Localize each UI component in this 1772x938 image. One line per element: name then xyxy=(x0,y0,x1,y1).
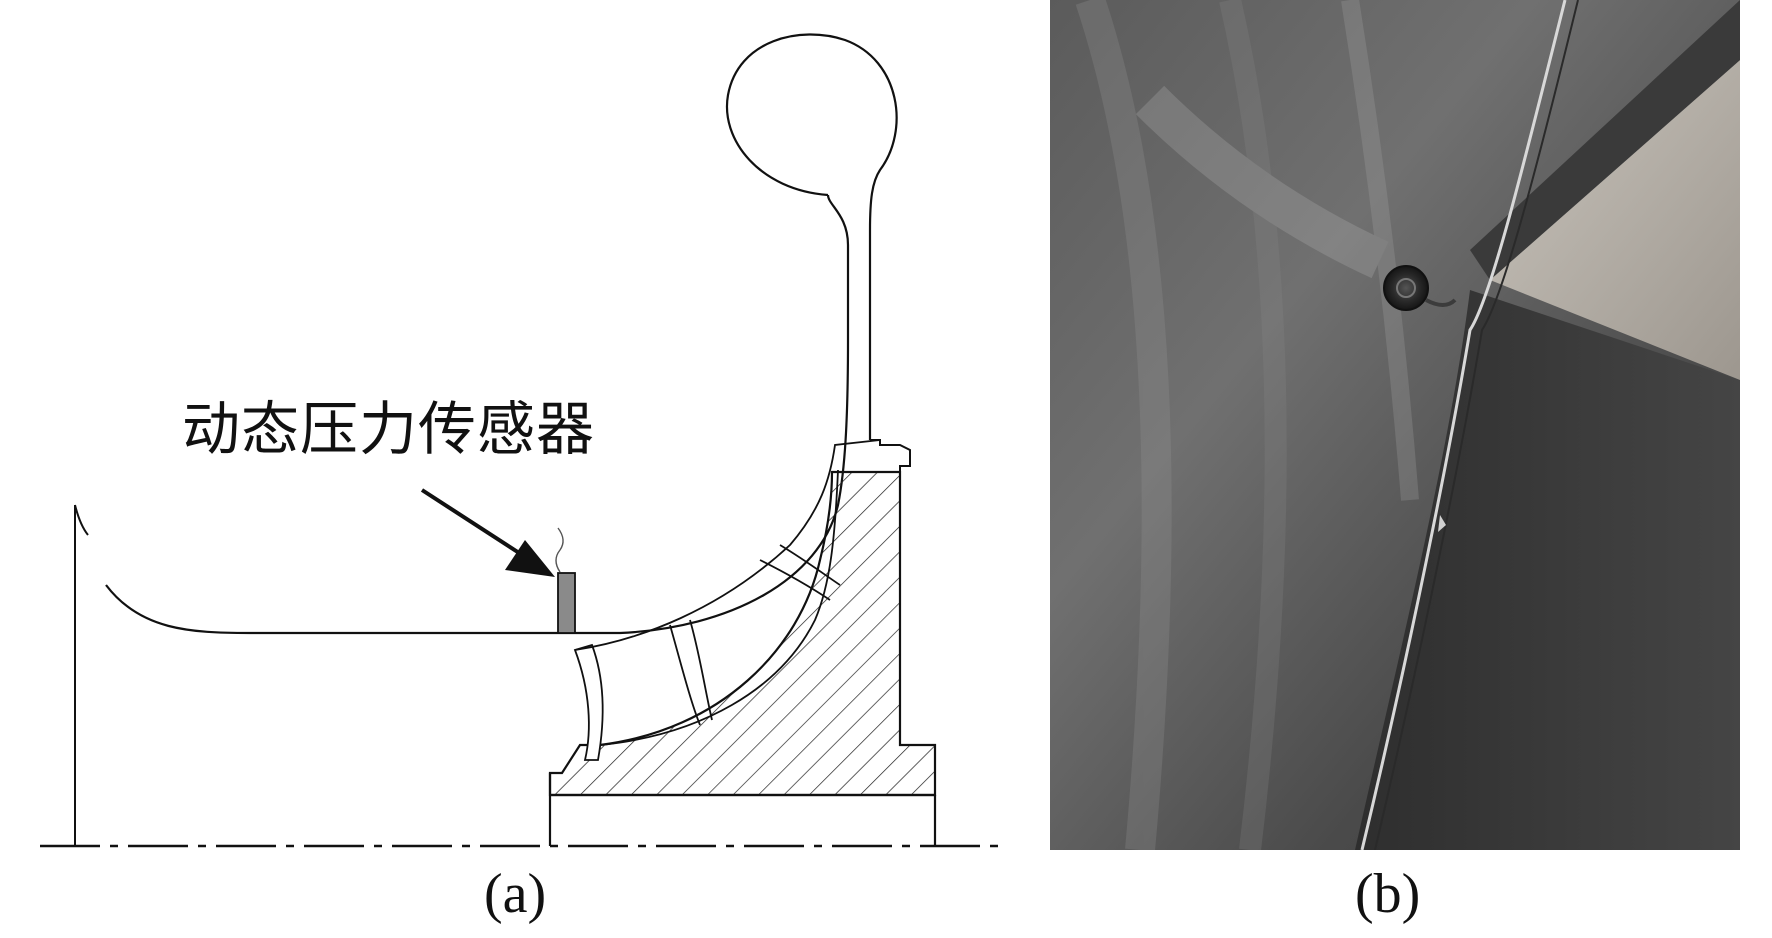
bolt-shadow xyxy=(1425,298,1457,307)
blade-inner-curve xyxy=(599,469,839,746)
sensor-mount-bolt xyxy=(1383,265,1429,311)
impeller-hub xyxy=(548,470,937,797)
diffuser-line xyxy=(870,439,911,472)
schematic-panel: 动态压力传感器 xyxy=(40,33,1000,848)
sensor-cable xyxy=(555,527,564,573)
sensor-mount-bolt-center xyxy=(1396,278,1416,298)
surface-glint xyxy=(1438,515,1446,532)
photo-panel xyxy=(1050,0,1740,850)
blade-splitter-2 xyxy=(689,619,713,721)
blade-main xyxy=(573,643,604,761)
pressure-sensor xyxy=(557,572,576,634)
label-arrow-shaft xyxy=(420,488,532,562)
surface-texture xyxy=(1075,0,1419,850)
shroud-edge-shadow xyxy=(1374,0,1579,850)
volute-casing xyxy=(725,33,898,440)
inlet-wall-tip xyxy=(74,504,89,536)
blade-splitter-1 xyxy=(669,624,701,726)
blade-4 xyxy=(779,544,841,586)
label-arrow-head xyxy=(505,540,555,577)
background-light-area xyxy=(1490,60,1740,380)
shroud-edge-highlight xyxy=(1360,0,1567,850)
shroud-contour xyxy=(105,194,850,635)
caption-a: (a) xyxy=(484,863,547,925)
upper-dark-band xyxy=(1470,0,1740,280)
base-flange xyxy=(548,773,937,846)
caption-b: (b) xyxy=(1355,863,1421,925)
blade-leading-edge xyxy=(574,439,881,651)
compressor-section-drawing xyxy=(40,33,1000,848)
sensor-label: 动态压力传感器 xyxy=(182,395,596,463)
sensor-installation-photo xyxy=(1050,0,1740,850)
